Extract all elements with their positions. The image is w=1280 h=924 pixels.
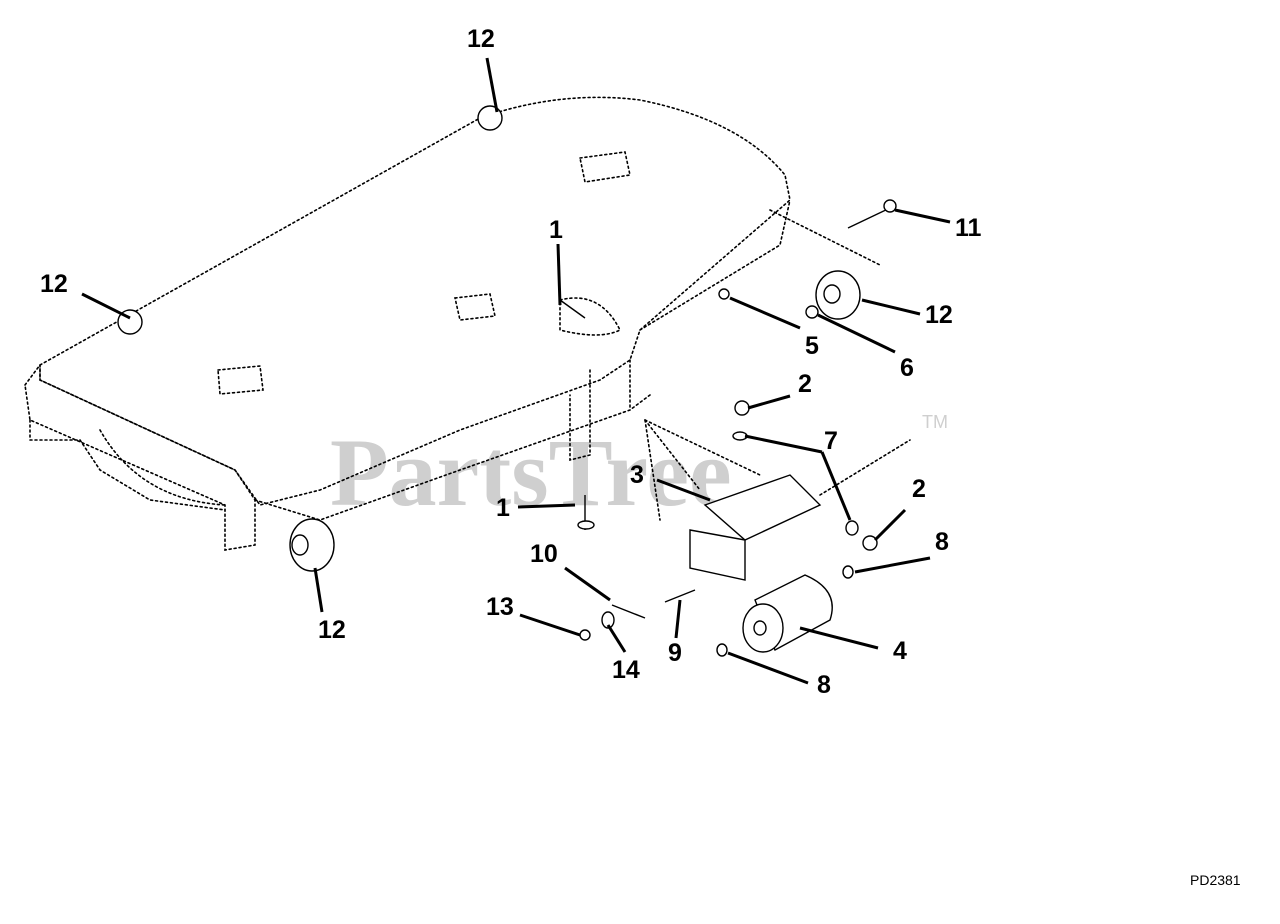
callout-8-lower: 8 [817, 671, 831, 699]
callout-labels: 12 12 12 12 1 1 2 2 3 4 5 6 7 8 8 9 10 1… [40, 25, 982, 699]
watermark-trademark: TM [922, 412, 948, 432]
watermark: PartsTree TM [330, 412, 948, 526]
callout-12-right: 12 [925, 301, 953, 329]
callout-3: 3 [630, 461, 644, 489]
callout-13: 13 [486, 593, 514, 621]
diagram-code: PD2381 [1190, 872, 1241, 888]
callout-6: 6 [900, 354, 914, 382]
callout-7: 7 [824, 427, 838, 455]
callout-1-bottom: 1 [496, 494, 510, 522]
callout-2-top: 2 [798, 370, 812, 398]
leader-lines [81, 57, 951, 685]
callout-9: 9 [668, 639, 682, 667]
watermark-text: PartsTree [330, 419, 732, 526]
callout-2-right: 2 [912, 475, 926, 503]
callout-5: 5 [805, 332, 819, 360]
callout-12-top: 12 [467, 25, 495, 53]
callout-12-left: 12 [40, 270, 68, 298]
callout-12-bottom: 12 [318, 616, 346, 644]
mower-deck-outline [24, 96, 911, 551]
callout-1-top: 1 [549, 216, 563, 244]
part-shapes [117, 105, 897, 657]
callout-11: 11 [955, 214, 982, 242]
callout-4: 4 [893, 637, 907, 665]
callout-10: 10 [530, 540, 558, 568]
callout-8-upper: 8 [935, 528, 949, 556]
callout-14: 14 [612, 656, 640, 684]
